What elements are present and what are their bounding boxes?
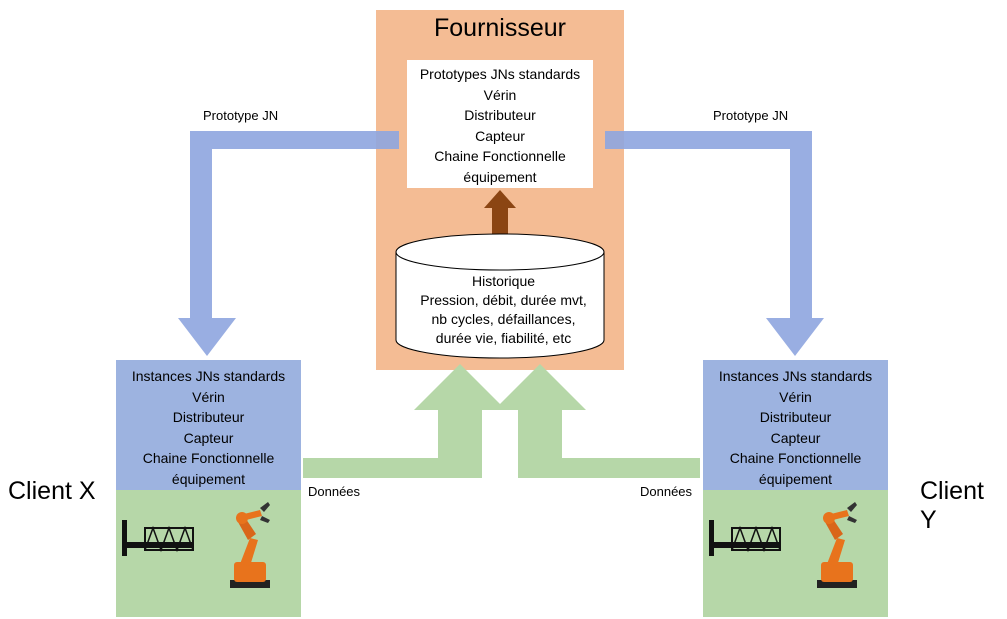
history-line: durée vie, fiabilité, etc	[435, 330, 572, 346]
prototype-label-right: Prototype JN	[713, 108, 789, 123]
prototypes-line: Distributeur	[464, 107, 536, 123]
instance-line: Vérin	[192, 388, 225, 405]
prototypes-line: Prototypes JNs standards	[419, 66, 581, 82]
prototype-arrow-left	[178, 131, 399, 356]
supplier-title: Fournisseur	[434, 14, 566, 42]
history-to-prototypes-arrow	[484, 190, 516, 238]
prototype-arrow-right	[605, 131, 824, 356]
instance-line: Vérin	[779, 388, 812, 405]
instance-line: équipement	[171, 470, 246, 487]
history-line: Historique	[471, 273, 536, 289]
client-y-equipment-area	[703, 490, 888, 617]
prototypes-line: Chaine Fonctionnelle	[434, 148, 566, 164]
data-label-right: Données	[640, 484, 693, 499]
instance-line: Distributeur	[172, 409, 245, 425]
instance-line: Instances JNs standards	[718, 368, 873, 384]
prototypes-line: équipement	[463, 168, 537, 185]
data-arrow-left	[303, 364, 506, 478]
robot-icon	[230, 502, 270, 588]
client-x-label: Client X	[8, 477, 96, 505]
client-y-instances-box: Instances JNs standards Vérin Distribute…	[703, 360, 888, 490]
instance-line: Instances JNs standards	[131, 368, 286, 384]
data-label-left: Données	[308, 484, 361, 499]
instance-line: Distributeur	[759, 409, 832, 425]
client-x-instances-box: Instances JNs standards Vérin Distribute…	[116, 360, 301, 490]
client-y-label: Client Y	[920, 477, 984, 534]
data-arrow-right	[494, 364, 700, 478]
instance-line: Chaine Fonctionnelle	[729, 450, 862, 466]
history-text: Historique Pression, débit, durée mvt, n…	[395, 272, 612, 348]
prototypes-line: Vérin	[483, 86, 517, 103]
database-icon	[395, 233, 605, 359]
instance-line: équipement	[758, 470, 833, 487]
cylinder-icon	[122, 520, 194, 556]
cylinder-icon	[709, 520, 781, 556]
instance-line: Capteur	[770, 429, 821, 446]
prototypes-line: Capteur	[475, 127, 525, 144]
instance-line: Capteur	[183, 429, 234, 446]
instance-line: Chaine Fonctionnelle	[142, 450, 275, 466]
prototype-label-left: Prototype JN	[203, 108, 279, 123]
robot-icon	[817, 502, 857, 588]
client-x-equipment-area	[116, 490, 301, 617]
history-line: Pression, débit, durée mvt,	[420, 292, 587, 308]
history-line: nb cycles, défaillances,	[431, 311, 576, 327]
prototypes-box: Prototypes JNs standards Vérin Distribut…	[407, 60, 593, 188]
